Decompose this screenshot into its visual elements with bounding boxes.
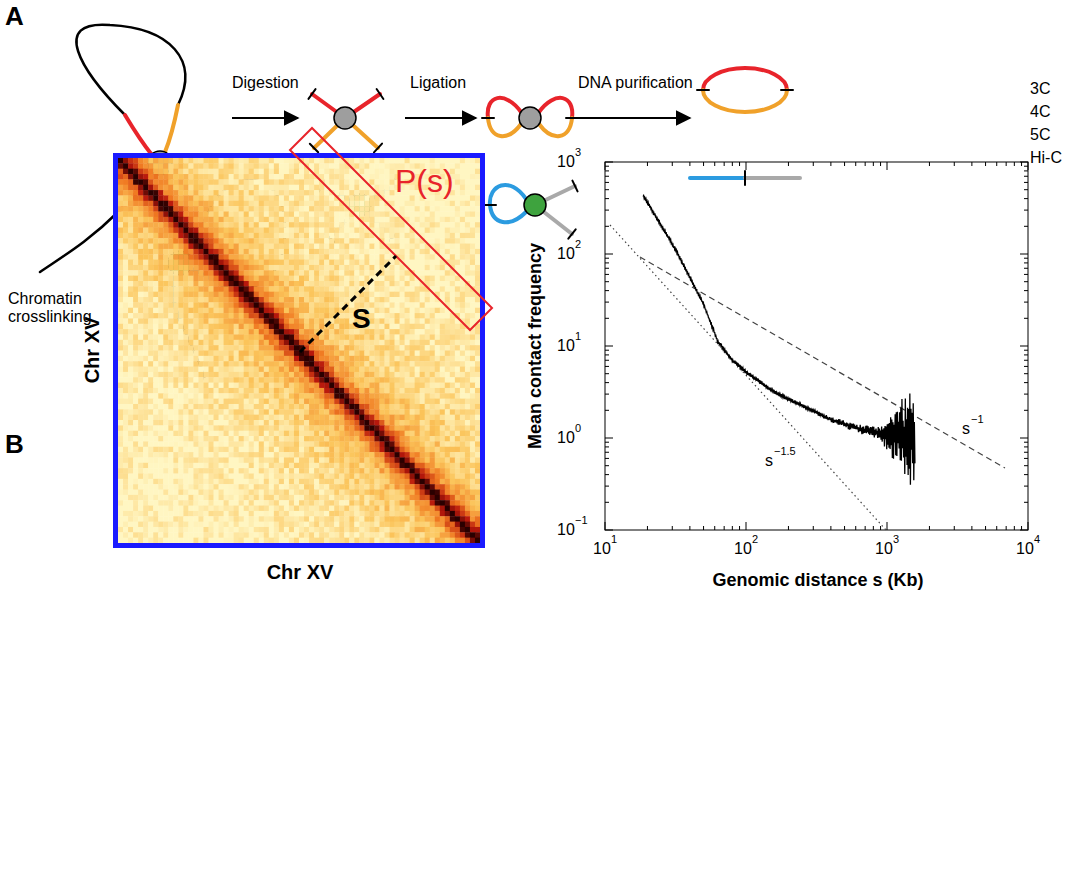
step-arrow <box>232 117 690 119</box>
method-name: 4C <box>1030 103 1050 121</box>
ligated-fragments <box>524 181 578 239</box>
axis-label: Mean contact frequency <box>525 243 546 449</box>
tick-exponent: 2 <box>575 238 581 251</box>
ligated-fragments <box>482 98 578 222</box>
tick-label: 10 <box>593 540 611 558</box>
purified-products <box>690 68 800 185</box>
distance-label: S <box>352 303 371 335</box>
method-name: 5C <box>1030 126 1050 144</box>
method-name: 3C <box>1030 80 1050 98</box>
step-label: Ligation <box>410 74 466 92</box>
slope-label: s <box>962 420 970 438</box>
tick-exponent: 1 <box>575 330 581 343</box>
step-label: DNA purification <box>578 74 693 92</box>
tick-label: 10 <box>557 153 575 171</box>
reference-line <box>610 225 886 530</box>
method-name: Hi-C <box>1030 149 1062 167</box>
panel-letter: A <box>5 2 24 32</box>
tick-label: 10 <box>734 540 752 558</box>
tick-label: 10 <box>557 521 575 539</box>
slope-label: s <box>765 452 773 470</box>
digested-fragments <box>308 89 400 242</box>
distance-line <box>300 256 396 352</box>
ps-band <box>290 128 492 330</box>
tick-exponent: 0 <box>575 422 581 435</box>
heatmap-border <box>116 156 483 546</box>
tick-exponent: 4 <box>1034 533 1040 546</box>
axis-label: Genomic distance s (Kb) <box>712 570 923 591</box>
step-label: Digestion <box>232 74 299 92</box>
tick-label: 10 <box>557 245 575 263</box>
contact-heatmap <box>118 158 480 543</box>
tick-label: 10 <box>875 540 893 558</box>
slope-exponent: −1 <box>971 413 984 426</box>
function-label: P(s) <box>395 163 454 200</box>
tick-label: 10 <box>557 337 575 355</box>
panel-letter: B <box>5 430 24 460</box>
tick-exponent: 3 <box>893 533 899 546</box>
tick-exponent: 1 <box>611 533 617 546</box>
slope-exponent: −1.5 <box>774 445 796 458</box>
tick-label: 10 <box>557 429 575 447</box>
tick-exponent: −1 <box>575 514 588 527</box>
tick-label: 10 <box>1016 540 1034 558</box>
tick-exponent: 3 <box>575 146 581 159</box>
tick-exponent: 2 <box>752 533 758 546</box>
axis-label: Chr XV <box>267 561 334 584</box>
ps-plot <box>605 162 1028 530</box>
contact-curve <box>643 196 915 485</box>
axis-label: Chr XV <box>81 317 104 384</box>
